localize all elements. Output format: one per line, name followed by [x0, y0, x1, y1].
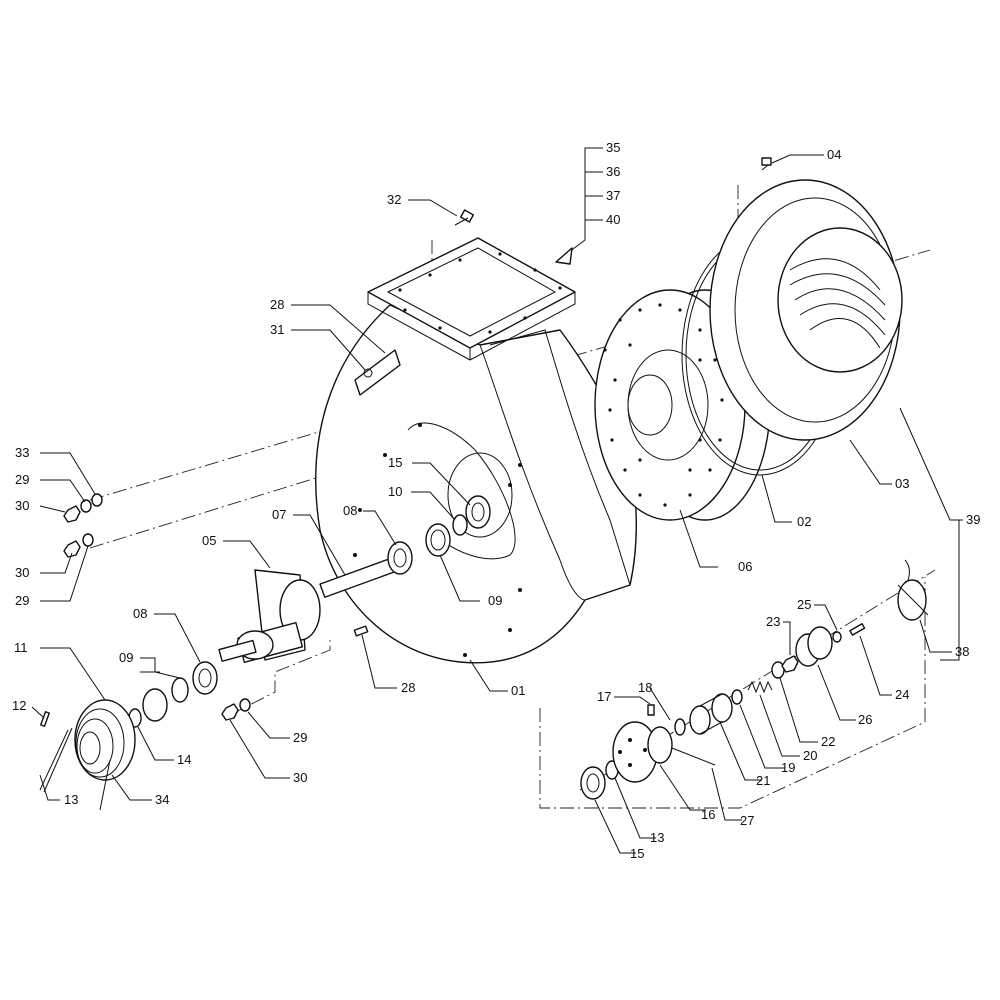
bolt-32: [454, 209, 475, 226]
callout-39: 39: [966, 512, 980, 527]
callout-29-lower: 29: [293, 730, 307, 745]
impeller-wheel: [594, 289, 771, 521]
callout-37: 37: [606, 188, 620, 203]
callout-08-upper: 08: [343, 503, 357, 518]
hub-16: [612, 721, 673, 783]
pin-27: [671, 747, 716, 766]
callout-32: 32: [387, 192, 401, 207]
nut-washer-upper: [63, 493, 103, 523]
bearing-08-lower: [192, 661, 218, 695]
lower-shaft-axis: [89, 454, 391, 549]
callout-35: 35: [606, 140, 620, 155]
oring-18: [674, 718, 686, 736]
seal-10: [452, 514, 468, 536]
v-belt: [39, 727, 111, 811]
callout-30-middle: 30: [15, 565, 29, 580]
spacer-09-upper: [425, 523, 451, 557]
screw-24: [849, 623, 866, 636]
pulley: [74, 699, 136, 781]
drive-unit-axis: [579, 569, 936, 791]
callout-31: 31: [270, 322, 284, 337]
callout-06: 06: [738, 559, 752, 574]
callout-29-upper: 29: [15, 472, 29, 487]
callout-10: 10: [388, 484, 402, 499]
washer-22: [771, 661, 785, 679]
callout-11: 11: [14, 640, 28, 655]
outlet-flange: [367, 237, 576, 361]
leader-lines: [31, 147, 963, 854]
clamp-bracket: [354, 349, 401, 396]
callout-27: 27: [740, 813, 754, 828]
inlet-cover: [709, 179, 903, 441]
callout-24: 24: [895, 687, 909, 702]
bearing-15-lower: [580, 766, 606, 800]
callout-33: 33: [15, 445, 29, 460]
callout-13-upper: 13: [64, 792, 78, 807]
callout-14: 14: [177, 752, 191, 767]
bolt-28-lower: [353, 625, 369, 637]
callout-29-middle: 29: [15, 593, 29, 608]
washer-29-lower: [239, 698, 251, 712]
grease-nipple-17: [647, 704, 655, 716]
housing-bolt-holes: [353, 423, 522, 657]
callout-04: 04: [827, 147, 841, 162]
callout-16: 16: [701, 807, 715, 822]
callout-17: 17: [597, 689, 611, 704]
bearing-15-upper: [465, 495, 491, 529]
callout-01: 01: [511, 683, 525, 698]
sleeve-21: [689, 693, 733, 735]
nut-23: [781, 655, 799, 673]
callout-20: 20: [803, 748, 817, 763]
nut-30-lower: [221, 703, 239, 721]
spring-20: [747, 680, 773, 694]
callout-09-upper: 09: [488, 593, 502, 608]
callout-19: 19: [781, 760, 795, 775]
callout-23: 23: [766, 614, 780, 629]
cap-26: [795, 626, 833, 667]
callout-40: 40: [606, 212, 620, 227]
nut-washer-lower: [63, 533, 94, 558]
bearing-08-upper: [387, 541, 413, 575]
callout-09-lower: 09: [119, 650, 133, 665]
callout-08-lower: 08: [133, 606, 147, 621]
callout-18: 18: [638, 680, 652, 695]
callout-34: 34: [155, 792, 169, 807]
callout-28-lower: 28: [401, 680, 415, 695]
key-12: [40, 711, 50, 727]
callout-03: 03: [895, 476, 909, 491]
callout-25: 25: [797, 597, 811, 612]
washer-19: [731, 689, 743, 705]
bearing-block: [218, 569, 321, 664]
callout-05: 05: [202, 533, 216, 548]
callout-30-upper: 30: [15, 498, 29, 513]
callout-28-upper: 28: [270, 297, 284, 312]
bolt-04: [761, 157, 772, 171]
drive-unit-frame: [539, 577, 926, 809]
callout-labels: 35 36 37 40 04 32 28 31 33 29 30 30 29 1…: [12, 140, 980, 861]
washer-25: [832, 631, 842, 643]
callout-15-upper: 15: [388, 455, 402, 470]
callout-22: 22: [821, 734, 835, 749]
bolt-axis-28: [229, 640, 331, 716]
callout-26: 26: [858, 712, 872, 727]
callout-36: 36: [606, 164, 620, 179]
blower-housing: [315, 304, 637, 664]
callout-12: 12: [12, 698, 26, 713]
callout-21: 21: [756, 773, 770, 788]
callout-15-lower: 15: [630, 846, 644, 861]
callout-02: 02: [797, 514, 811, 529]
arrow-40: [555, 247, 573, 265]
spacer-09-lower: [142, 677, 189, 722]
callout-30-lower: 30: [293, 770, 307, 785]
callout-07: 07: [272, 507, 286, 522]
callout-38: 38: [955, 644, 969, 659]
impeller-perforations: [603, 303, 724, 507]
lock-clip: [897, 559, 929, 621]
callout-13-lower: 13: [650, 830, 664, 845]
